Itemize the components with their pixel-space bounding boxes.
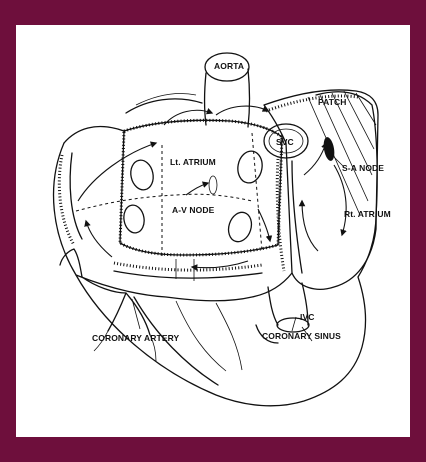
pulmonary-vein-upper-left bbox=[128, 158, 156, 192]
label-av-node: A-V NODE bbox=[172, 205, 215, 215]
label-sa-node: S-A NODE bbox=[342, 163, 384, 173]
label-lt-atrium: Lt. ATRIUM bbox=[170, 157, 216, 167]
aorta-vessel bbox=[205, 69, 250, 127]
label-coronary-sinus: CORONARY SINUS bbox=[262, 331, 341, 341]
pulmonary-vein-upper-right bbox=[235, 149, 264, 185]
label-coronary-artery: CORONARY ARTERY bbox=[92, 333, 180, 343]
heart-diagram: AORTA PATCH SVC S-A NODE Lt. ATRIUM A-V … bbox=[16, 25, 410, 437]
heart-illustration: AORTA PATCH SVC S-A NODE Lt. ATRIUM A-V … bbox=[16, 25, 410, 437]
label-patch: PATCH bbox=[318, 97, 347, 107]
pulmonary-vein-lower-right bbox=[225, 209, 255, 244]
label-rt-atrium: Rt. ATRIUM bbox=[344, 209, 391, 219]
pulmonary-vein-lower-left bbox=[122, 203, 147, 234]
label-ivc: IVC bbox=[300, 312, 314, 322]
lt-atrium-region bbox=[120, 120, 282, 255]
ventricle-outline bbox=[76, 273, 292, 301]
label-svc: SVC bbox=[276, 137, 294, 147]
av-node-marker bbox=[209, 176, 217, 194]
label-aorta: AORTA bbox=[214, 61, 244, 71]
